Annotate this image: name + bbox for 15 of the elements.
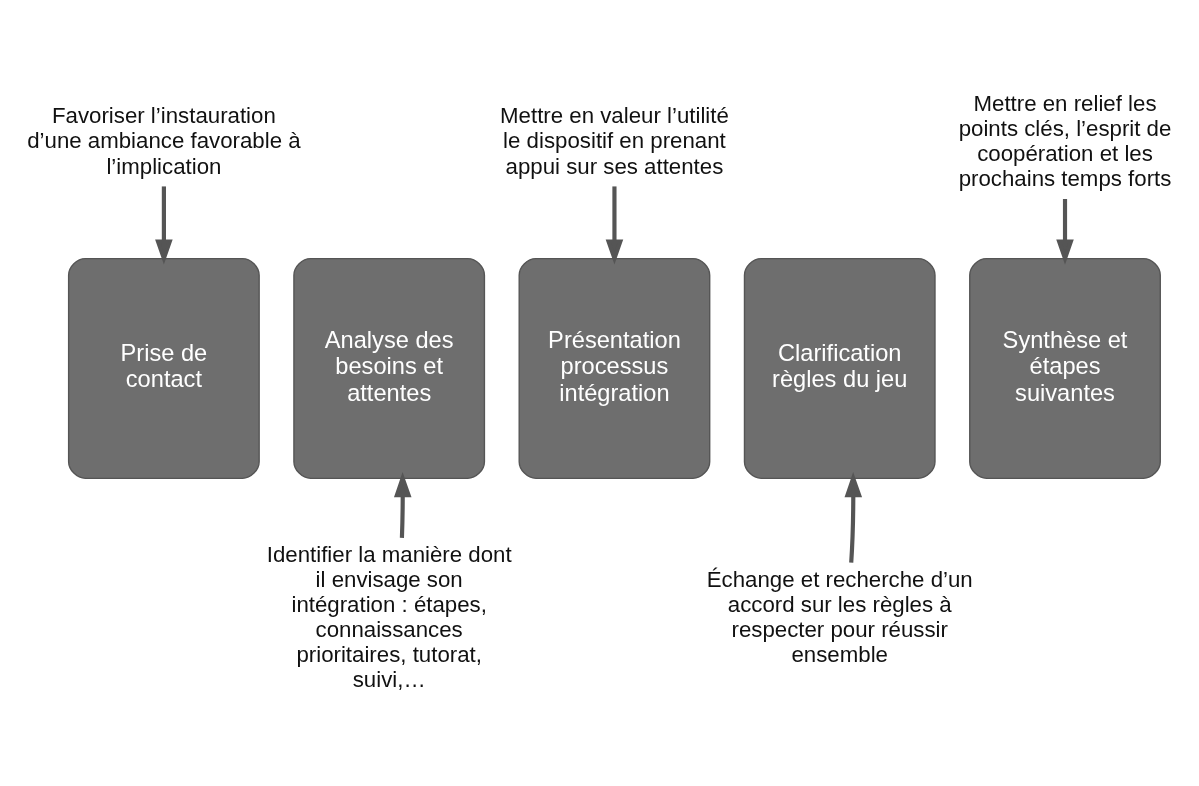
arrow bbox=[844, 471, 863, 563]
node-text: Identifier la manière dont il envisage son intégration : étapes, connaissances prioritaires, tutorat, suivi,… bbox=[266, 540, 512, 692]
node-box: Clarification règles du jeu bbox=[743, 257, 936, 479]
node-text: Mettre en valeur l’utilité le dispositif en prenant appui sur ses attentes bbox=[500, 102, 729, 178]
arrow bbox=[155, 185, 173, 265]
node-box: Présentation processus intégration bbox=[518, 257, 711, 479]
node-box: Synthèse et étapes suivantes bbox=[969, 257, 1161, 479]
arrow bbox=[605, 185, 624, 265]
node-box: Analyse des besoins et attentes bbox=[293, 257, 486, 479]
node-text: Favoriser l’instauration d’une ambiance favorable à l’implication bbox=[27, 102, 301, 178]
arrow bbox=[1056, 198, 1074, 265]
node-box: Prise de contact bbox=[67, 257, 260, 479]
node-text: Mettre en relief les points clés, l’esprit de coopération et les prochains temps forts bbox=[958, 90, 1172, 191]
arrow bbox=[393, 471, 412, 538]
node-text: Échange et recherche d’un accord sur les règles à respecter pour réussir ensemble bbox=[706, 566, 973, 667]
